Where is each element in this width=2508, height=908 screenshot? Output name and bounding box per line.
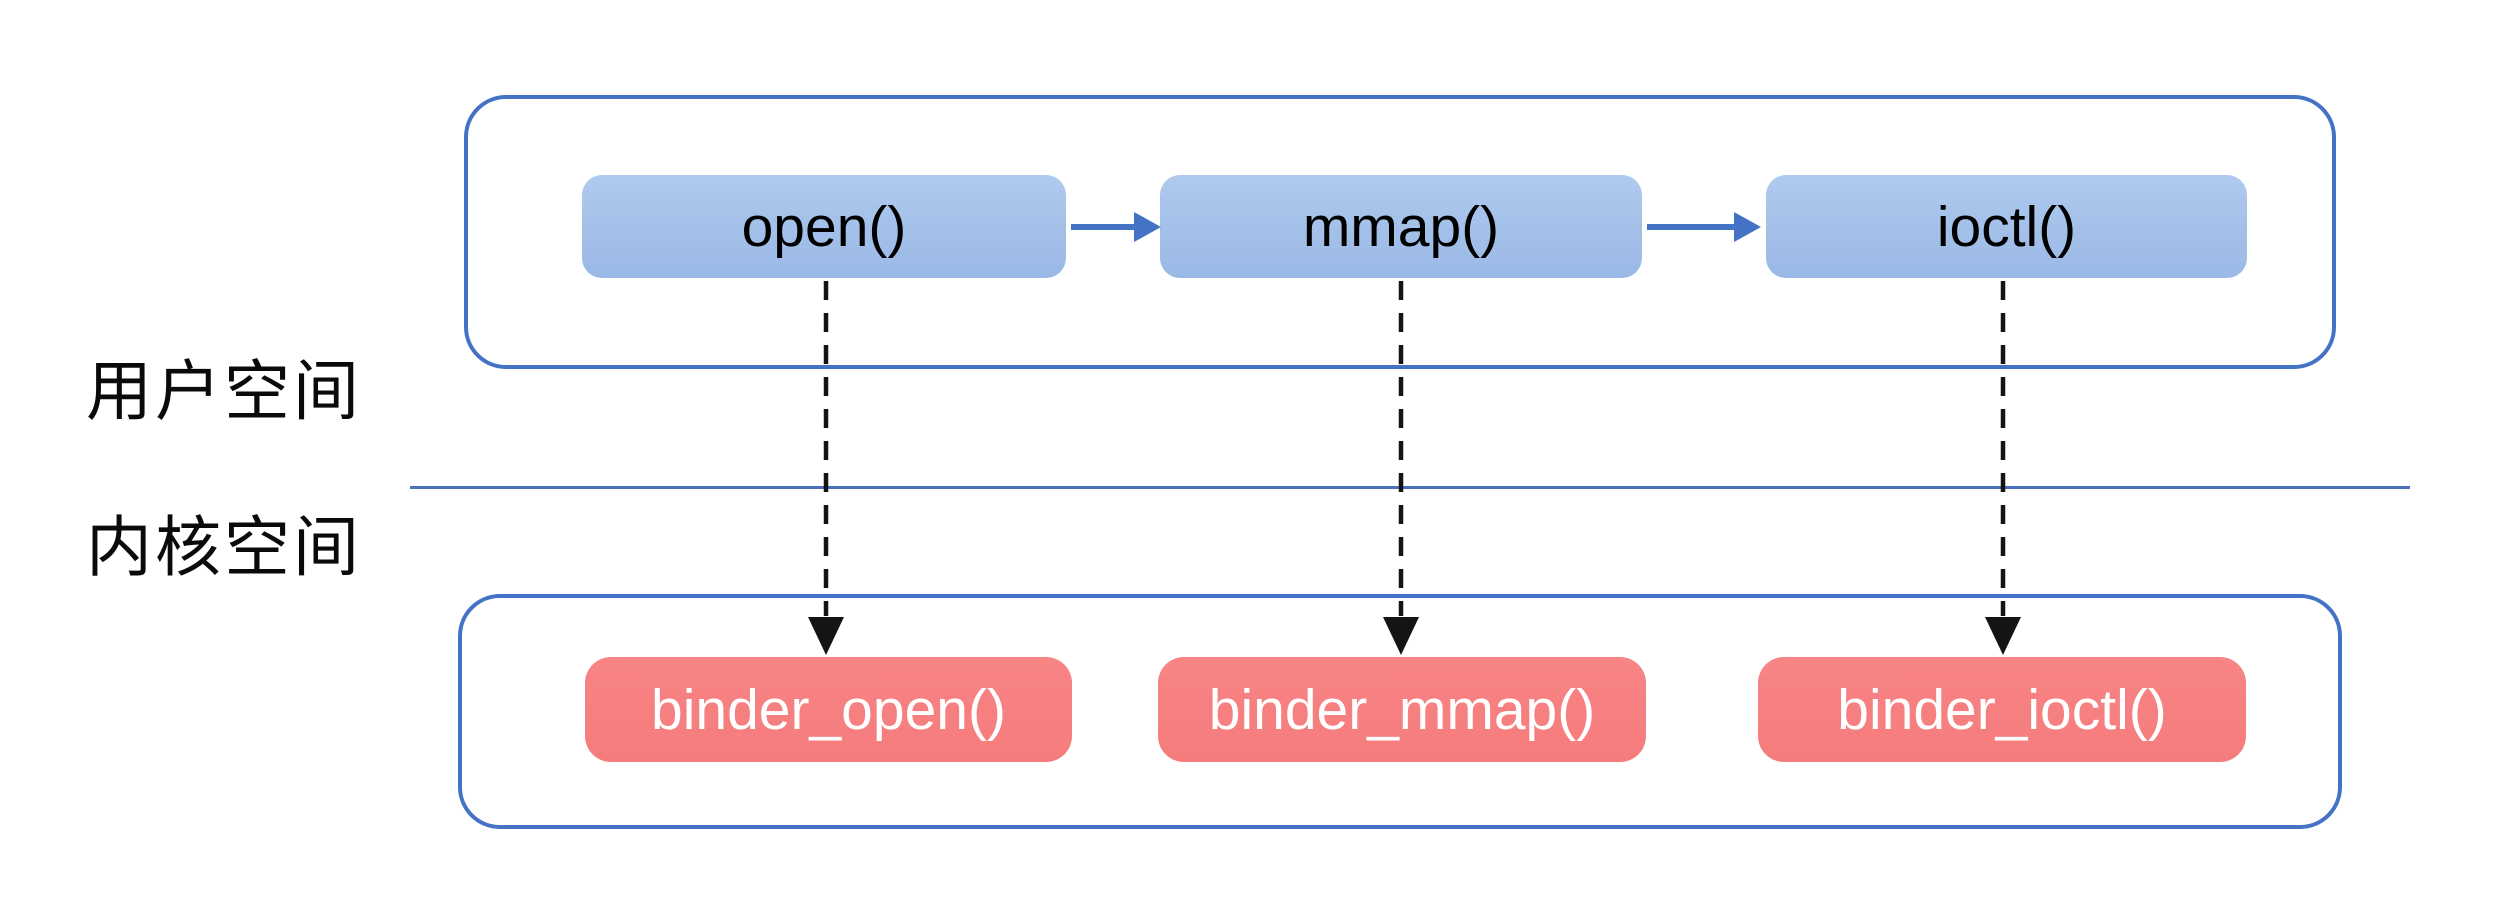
box-binder-mmap: binder_mmap() xyxy=(1158,657,1646,762)
box-binder-ioctl: binder_ioctl() xyxy=(1758,657,2246,762)
kernel-space-label: 内核空间 xyxy=(86,510,362,584)
user-kernel-divider-line xyxy=(410,486,2410,489)
box-mmap: mmap() xyxy=(1160,175,1642,278)
box-open: open() xyxy=(582,175,1066,278)
box-binder-open: binder_open() xyxy=(585,657,1072,762)
box-ioctl: ioctl() xyxy=(1766,175,2247,278)
user-space-label: 用户空间 xyxy=(86,354,362,428)
